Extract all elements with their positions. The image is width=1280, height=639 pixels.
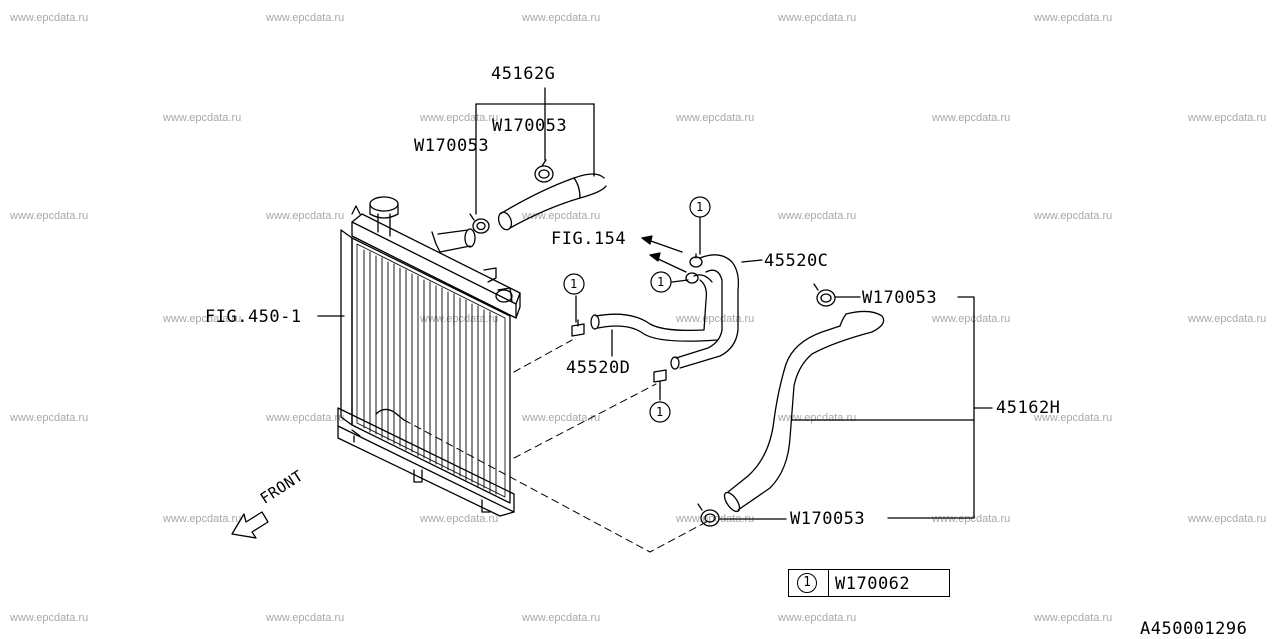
callout-symbol: 1 — [657, 275, 665, 289]
watermark: www.epcdata.ru — [522, 412, 601, 424]
watermark: www.epcdata.ru — [266, 210, 345, 222]
part-label-W170053[interactable]: W170053 — [862, 288, 938, 308]
watermark: www.epcdata.ru — [420, 313, 499, 325]
legend-symbol-cell: 1 — [789, 570, 829, 596]
clip-3[interactable] — [689, 253, 703, 268]
hose-clamp[interactable] — [469, 213, 490, 234]
clip-4[interactable] — [685, 272, 699, 284]
part-label-45520D[interactable]: 45520D — [566, 358, 631, 378]
bypass-hose-c[interactable] — [670, 254, 740, 370]
watermark: www.epcdata.ru — [522, 12, 601, 24]
leader-45162G — [475, 87, 595, 215]
dashed-guide-lines — [403, 339, 711, 553]
callout-leaders — [575, 217, 763, 401]
watermark: www.epcdata.ru — [163, 513, 242, 525]
hose-clamp[interactable] — [813, 283, 836, 307]
callout-symbol: 1 — [696, 200, 704, 214]
watermark: www.epcdata.ru — [1188, 313, 1267, 325]
watermark: www.epcdata.ru — [778, 612, 857, 624]
legend-part-code[interactable]: W170062 — [835, 574, 911, 594]
watermark: www.epcdata.ru — [522, 210, 601, 222]
watermark: www.epcdata.ru — [266, 412, 345, 424]
part-label-W170053[interactable]: W170053 — [492, 116, 568, 136]
part-label-45520C[interactable]: 45520C — [764, 251, 829, 271]
watermark: www.epcdata.ru — [163, 112, 242, 124]
hose-clamp[interactable] — [534, 159, 554, 183]
callout-symbol: 1 — [570, 277, 578, 291]
watermark: www.epcdata.ru — [676, 112, 755, 124]
fig154-arrows — [641, 235, 687, 273]
watermark: www.epcdata.ru — [10, 12, 89, 24]
watermark: www.epcdata.ru — [163, 313, 242, 325]
watermark: www.epcdata.ru — [420, 112, 499, 124]
part-label-W170053[interactable]: W170053 — [414, 136, 490, 156]
front-arrow-icon — [231, 511, 269, 539]
legend-symbol: 1 — [797, 573, 817, 593]
watermark: www.epcdata.ru — [932, 112, 1011, 124]
watermark: www.epcdata.ru — [266, 12, 345, 24]
watermark: www.epcdata.ru — [420, 513, 499, 525]
callout-symbol: 1 — [656, 405, 664, 419]
fig-ref-450-1[interactable]: FIG.450-1 — [205, 307, 302, 327]
lower-radiator-hose[interactable] — [722, 310, 885, 513]
watermark: www.epcdata.ru — [778, 210, 857, 222]
watermark: www.epcdata.ru — [266, 612, 345, 624]
watermark: www.epcdata.ru — [1188, 112, 1267, 124]
watermark: www.epcdata.ru — [778, 12, 857, 24]
watermark: www.epcdata.ru — [1034, 210, 1113, 222]
watermark: www.epcdata.ru — [1034, 12, 1113, 24]
part-label-45162H[interactable]: 45162H — [996, 398, 1061, 418]
watermark: www.epcdata.ru — [932, 313, 1011, 325]
leader-45162H — [719, 296, 993, 520]
watermark: www.epcdata.ru — [1188, 513, 1267, 525]
clip-1[interactable] — [571, 319, 585, 337]
watermark: www.epcdata.ru — [10, 612, 89, 624]
part-label-W170053[interactable]: W170053 — [790, 509, 866, 529]
part-label-45162G[interactable]: 45162G — [491, 64, 556, 84]
watermark: www.epcdata.ru — [932, 513, 1011, 525]
diagram-id: A450001296 — [1140, 619, 1248, 639]
clip-2[interactable] — [653, 369, 667, 389]
fig-ref-154[interactable]: FIG.154 — [551, 229, 627, 249]
upper-radiator-hose[interactable] — [496, 173, 607, 232]
watermark: www.epcdata.ru — [1034, 412, 1113, 424]
watermark: www.epcdata.ru — [10, 210, 89, 222]
watermark: www.epcdata.ru — [676, 313, 755, 325]
watermark: www.epcdata.ru — [1034, 612, 1113, 624]
watermark: www.epcdata.ru — [778, 412, 857, 424]
legend-box: 1 W170062 — [788, 569, 950, 597]
watermark: www.epcdata.ru — [10, 412, 89, 424]
watermark: www.epcdata.ru — [522, 612, 601, 624]
callout-circles — [563, 196, 711, 423]
hose-clamp[interactable] — [697, 503, 720, 527]
bypass-hose-d[interactable] — [590, 274, 719, 342]
radiator[interactable] — [337, 196, 521, 517]
